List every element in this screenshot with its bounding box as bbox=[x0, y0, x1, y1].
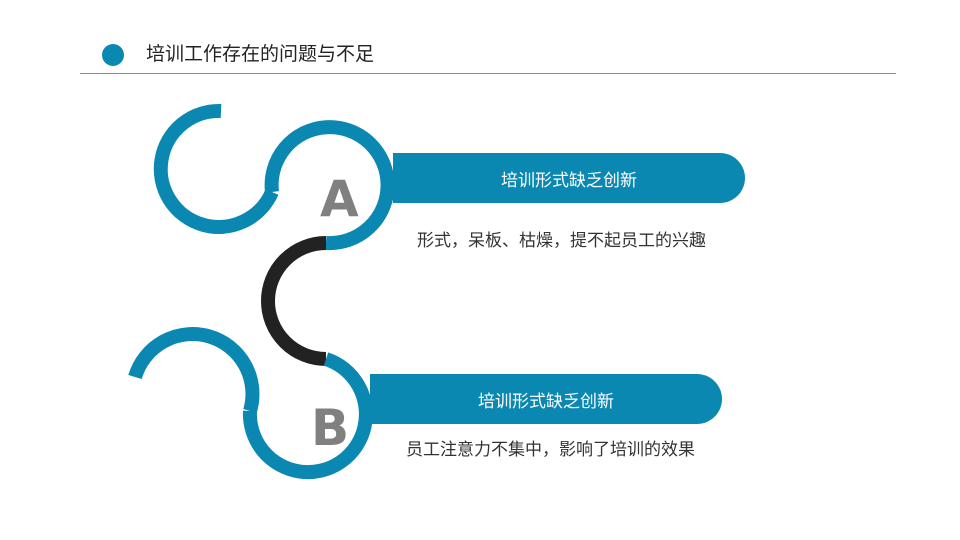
item-b-description: 员工注意力不集中，影响了培训的效果 bbox=[406, 440, 695, 460]
item-a-heading: 培训形式缺乏创新 bbox=[501, 170, 637, 191]
ring-a bbox=[264, 120, 395, 251]
item-a-heading-bar: 培训形式缺乏创新 bbox=[393, 153, 745, 203]
ring-b bbox=[242, 352, 373, 480]
decorative-arc-bottom-left bbox=[128, 327, 260, 413]
item-b-heading-bar: 培训形式缺乏创新 bbox=[370, 374, 722, 424]
title-bullet-icon bbox=[102, 44, 124, 66]
item-b-heading: 培训形式缺乏创新 bbox=[478, 391, 614, 412]
decorative-arc-top-left bbox=[153, 103, 279, 234]
connector-arc bbox=[261, 236, 327, 366]
item-b-letter: B bbox=[311, 399, 350, 457]
title-divider bbox=[80, 73, 896, 74]
item-a-description: 形式，呆板、枯燥，提不起员工的兴趣 bbox=[417, 231, 706, 251]
page-title: 培训工作存在的问题与不足 bbox=[146, 43, 375, 65]
item-a-letter: A bbox=[320, 170, 359, 228]
